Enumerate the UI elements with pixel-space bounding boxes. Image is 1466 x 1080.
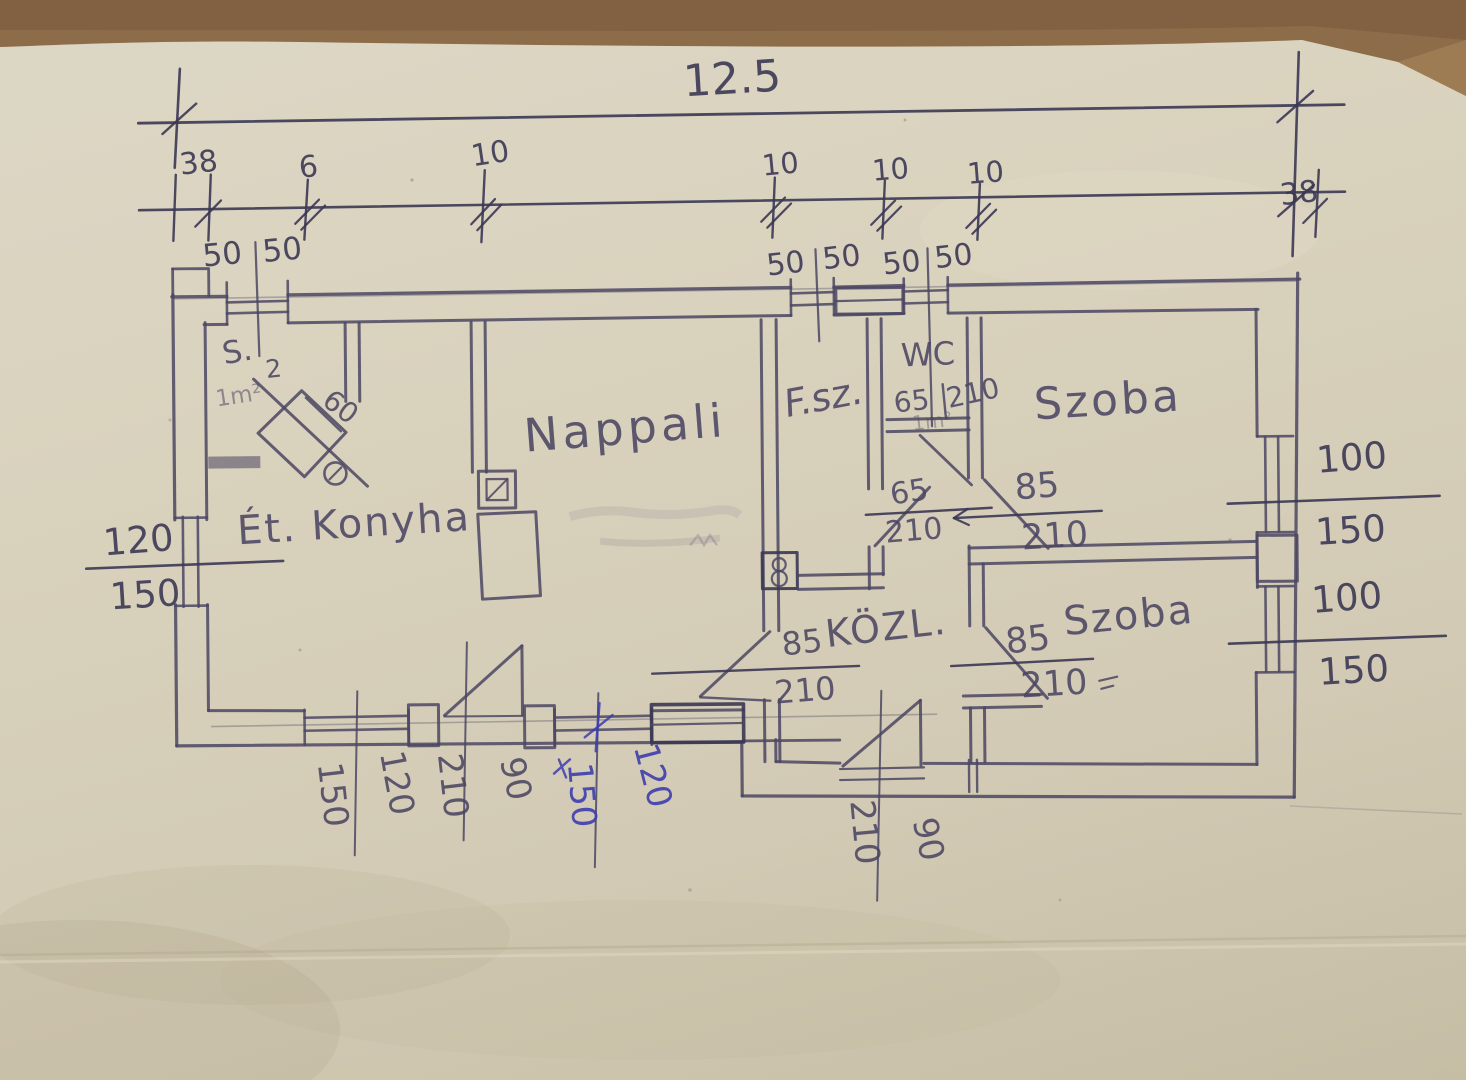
window-width-label: 120 <box>371 747 422 818</box>
room-label-kitchen: Ét. Konyha <box>236 492 472 554</box>
kitchen-living-partition <box>469 320 542 601</box>
door-room-upper: 85 210 <box>952 465 1103 558</box>
segment-10-a: 10 <box>469 134 512 174</box>
segment-10-d: 10 <box>966 154 1005 191</box>
door-height-label: 210 <box>1019 662 1088 706</box>
window-label: 50 <box>765 245 807 284</box>
door-room-lower: 85 210 <box>949 618 1119 706</box>
total-width-label: 12.5 <box>682 51 783 108</box>
door-width-label: 85 <box>1013 465 1061 508</box>
window-label: 50 <box>821 238 863 277</box>
pantry-door-width: 60 <box>317 383 365 431</box>
wc-area-label: 1m² <box>911 407 954 435</box>
segment-38-right: 38 <box>1278 174 1320 213</box>
wc-door-swing <box>918 433 973 487</box>
wc-door-width: 65 <box>892 383 931 420</box>
window-height-label: 150 <box>559 761 604 829</box>
window-width-label: 100 <box>1310 574 1384 622</box>
door-entrance: 210 90 <box>838 689 979 902</box>
segment-38-left: 38 <box>178 144 220 183</box>
door-height-label: 210 <box>841 798 887 866</box>
window-top-left: 50 50 <box>201 230 304 358</box>
stove-icon <box>476 510 542 601</box>
room-label-bath: F.sz. <box>783 369 863 428</box>
hall-rooms-wall <box>961 316 1043 764</box>
window-height-label: 150 <box>1314 507 1387 554</box>
window-label: 50 <box>261 230 304 270</box>
window-label: 50 <box>933 237 975 276</box>
paper-backdrop <box>0 0 1466 96</box>
door-height-label: 210 <box>429 751 476 820</box>
wc-door-height: 210 <box>943 371 1002 415</box>
window-width-label: 100 <box>1315 433 1389 481</box>
window-right-lower: 100 150 <box>1227 533 1448 694</box>
window-right-upper: 100 150 <box>1226 433 1441 554</box>
window-height-label: 150 <box>1317 647 1390 694</box>
living-hall-wall <box>759 318 799 764</box>
window-width-label: 120 <box>625 739 680 812</box>
segment-6: 6 <box>297 149 319 186</box>
door-bathroom: 65 210 <box>864 472 993 551</box>
pantry-door-count: 2 <box>264 353 283 384</box>
door-height-label: 210 <box>884 511 944 550</box>
wc-walls: WC 65 210 1m² <box>885 334 1003 487</box>
chimney-icon <box>760 550 799 591</box>
door-height-label: 210 <box>773 669 837 712</box>
door-hall-living: 85 210 <box>650 621 861 712</box>
dimension-line-total: 12.5 <box>136 51 1346 258</box>
room-label-living: Nappali <box>522 393 728 463</box>
room-label-wc: WC <box>900 334 956 374</box>
window-width-label: 120 <box>101 516 175 564</box>
window-left-wall: 120 150 <box>84 515 285 618</box>
erased-text-smudge <box>568 505 743 521</box>
flue-icon <box>476 469 518 510</box>
window-bottom-left: 150 120 <box>303 690 422 857</box>
window-height-label: 150 <box>309 760 356 829</box>
window-top-mid-2: 50 50 <box>834 237 975 428</box>
segment-10-c: 10 <box>871 151 910 188</box>
window-label: 50 <box>201 235 244 275</box>
dimension-line-segments: 38 6 10 10 10 10 38 <box>137 134 1347 244</box>
segment-10-b: 10 <box>760 145 800 182</box>
door-width-label: 85 <box>1003 618 1052 663</box>
window-top-mid-1: 50 50 <box>765 238 863 343</box>
door-width-label: 90 <box>904 814 952 865</box>
room-label-upper: Szoba <box>1033 370 1184 430</box>
door-width-label: 90 <box>491 753 539 804</box>
door-width-label: 65 <box>888 472 931 512</box>
door-width-label: 85 <box>780 621 825 663</box>
door-bottom-left: 210 90 <box>406 641 557 842</box>
rooms-partition <box>967 539 1259 566</box>
window-height-label: 150 <box>109 571 182 618</box>
paper-texture <box>0 118 1466 1080</box>
pantry-area-label: 1m² <box>214 380 264 413</box>
door-height-label: 210 <box>1020 514 1089 558</box>
bathroom-walls <box>796 317 885 591</box>
window-label: 50 <box>881 244 923 283</box>
room-label-lower: Szoba <box>1061 587 1196 645</box>
room-pantry: S. 1m² 2 60 <box>208 321 370 488</box>
room-label-pantry: S. <box>219 332 255 373</box>
room-label-hall: KÖZL. <box>823 599 949 657</box>
